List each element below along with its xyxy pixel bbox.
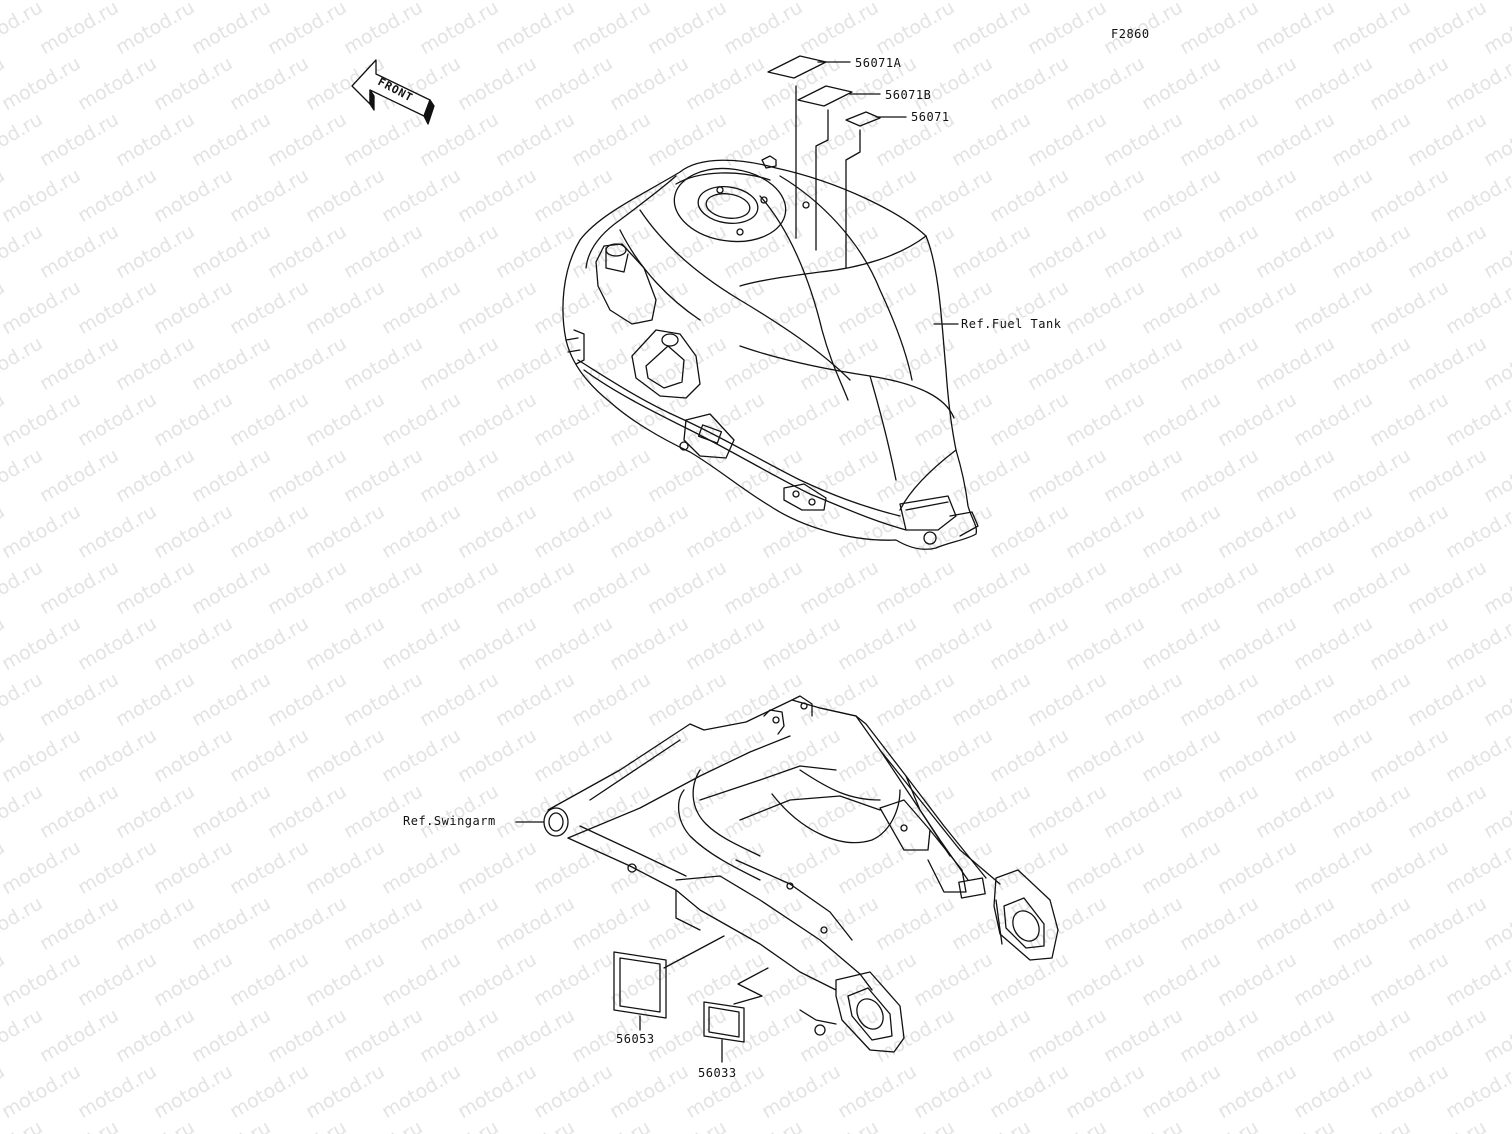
- part-number-56071a: 56071A: [855, 56, 902, 70]
- label-sticker-56071a: [767, 55, 851, 239]
- ref-fuel-tank-label: Ref.Fuel Tank: [961, 317, 1062, 331]
- part-number-56071b: 56071B: [885, 88, 932, 102]
- ref-swingarm-label: Ref.Swingarm: [403, 814, 496, 828]
- figure-code: F2860: [1111, 27, 1150, 41]
- part-number-56071: 56071: [911, 110, 950, 124]
- label-sticker-56033: [703, 967, 769, 1063]
- front-arrow-icon: [351, 59, 435, 125]
- part-number-56053: 56053: [616, 1032, 655, 1046]
- label-sticker-56071: [845, 111, 907, 269]
- swingarm-drawing: [515, 695, 1059, 1053]
- label-sticker-56071b: [797, 85, 881, 251]
- fuel-tank-drawing: [562, 155, 979, 550]
- part-number-56033: 56033: [698, 1066, 737, 1080]
- label-sticker-56053: [613, 935, 725, 1031]
